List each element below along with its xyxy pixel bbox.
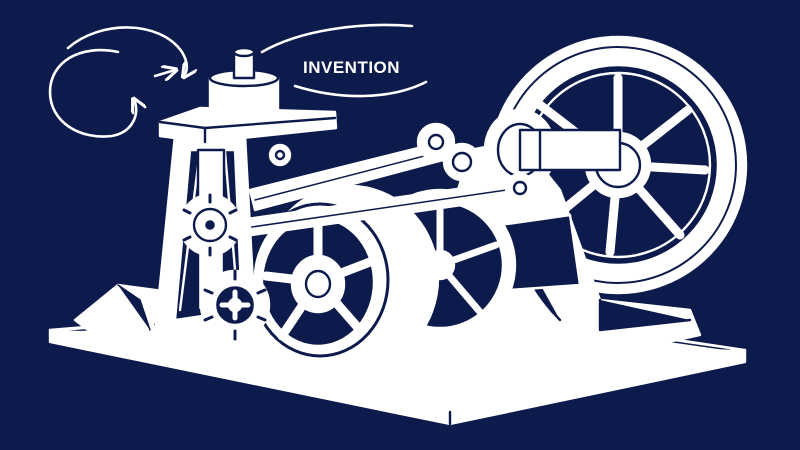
upper-small-gear — [178, 193, 242, 257]
doodle-arrows — [48, 23, 428, 138]
press-head — [158, 46, 338, 144]
lower-small-gear — [199, 269, 271, 341]
invention-label: INVENTION — [303, 58, 400, 77]
connecting-rods — [238, 122, 536, 238]
